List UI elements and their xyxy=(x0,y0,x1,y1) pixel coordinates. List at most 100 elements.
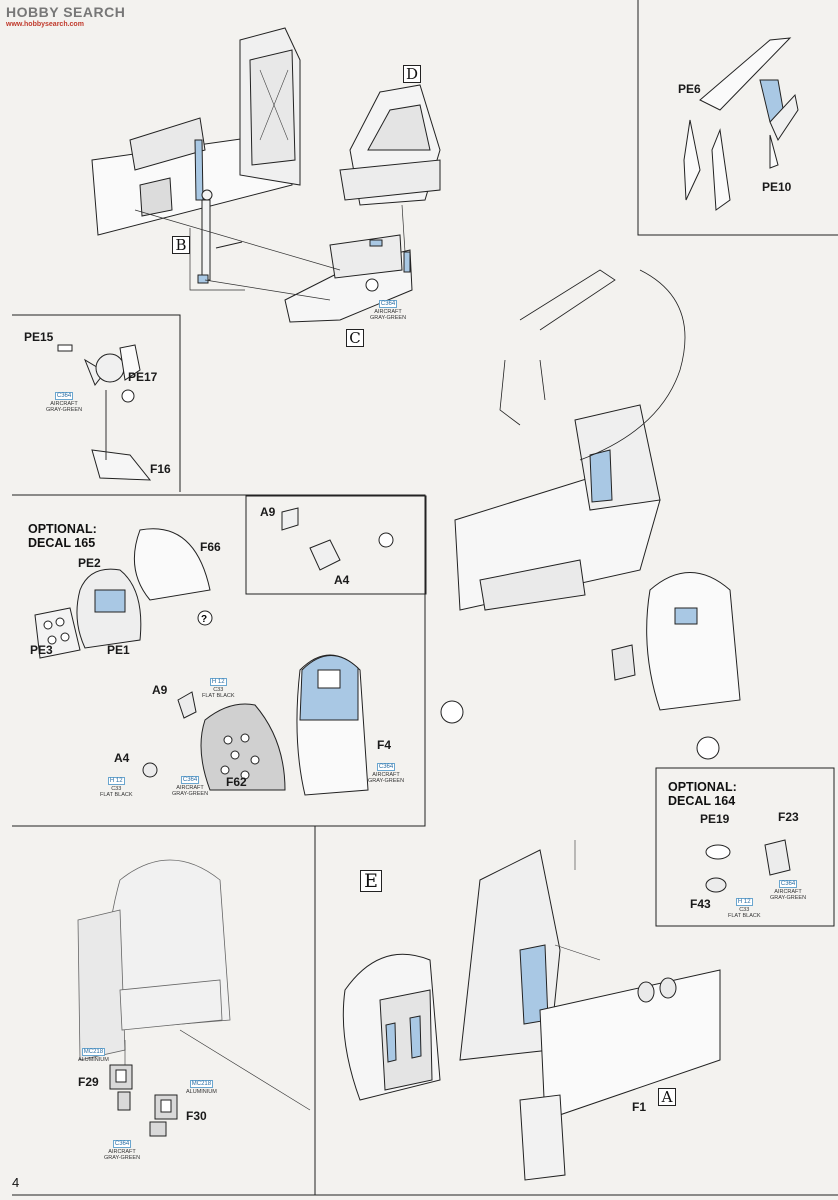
panel-frame-optional164 xyxy=(655,767,835,927)
paint-name: ALUMINIUM xyxy=(186,1089,217,1095)
step-letter-d: D xyxy=(403,65,421,83)
step-letter-a: A xyxy=(658,1088,676,1106)
part-f66 xyxy=(133,528,211,601)
flip-icon-top xyxy=(378,532,394,548)
bulkhead-right xyxy=(611,572,741,711)
paint-name: AIRCRAFT xyxy=(50,401,78,407)
paint-callout-f43: H 12 C33 FLAT BLACK xyxy=(728,898,761,919)
paint-name: GRAY-GREEN xyxy=(370,315,407,321)
label-f62: F62 xyxy=(226,775,247,789)
paint-name: GRAY-GREEN xyxy=(46,407,83,413)
paint-name: AIRCRAFT xyxy=(774,889,802,895)
paint-name: GRAY-GREEN xyxy=(172,791,209,797)
label-a9: A9 xyxy=(152,683,168,697)
panel-frame-optional165 xyxy=(12,494,426,827)
paint-callout-f62: C364 AIRCRAFT GRAY-GREEN xyxy=(172,776,208,797)
optional-decal-164: OPTIONAL: DECAL 164 xyxy=(668,780,737,808)
step-letter-e: E xyxy=(360,870,382,892)
optional-164-line1: OPTIONAL: xyxy=(668,780,737,794)
part-f16 xyxy=(91,390,152,481)
panel-frame-a9a4 xyxy=(245,495,427,595)
label-f43: F43 xyxy=(690,897,711,911)
label-f29: F29 xyxy=(78,1075,99,1089)
harness-pe6 xyxy=(683,37,799,211)
part-a9-a4-assembly xyxy=(142,691,197,778)
flip-icon-mid xyxy=(440,700,464,724)
optional-165-line2: DECAL 165 xyxy=(28,536,96,550)
paint-name: ALUMINIUM xyxy=(78,1057,109,1063)
panel-frame-pe6 xyxy=(637,0,838,236)
paint-name: AIRCRAFT xyxy=(374,309,402,315)
paint-code: H 12 xyxy=(107,777,125,785)
rotate-icon-pe17 xyxy=(121,389,135,403)
paint-name: AIRCRAFT xyxy=(108,1149,136,1155)
label-pe3: PE3 xyxy=(30,643,53,657)
paint-code: C364 xyxy=(54,392,74,400)
harness-strap-right xyxy=(499,269,686,461)
floor-assembly-c xyxy=(284,234,413,323)
paint-code2: C33 xyxy=(213,687,224,693)
question-icon xyxy=(197,610,213,626)
label-pe17: PE17 xyxy=(128,370,158,384)
label-pe1: PE1 xyxy=(107,643,130,657)
step-letter-c: C xyxy=(346,329,364,347)
label-f16: F16 xyxy=(150,462,171,476)
paint-callout-f30-alu: MC218 ALUMINIUM xyxy=(186,1080,217,1095)
paint-callout-pe15: C364 AIRCRAFT GRAY-GREEN xyxy=(46,392,82,413)
paint-code: C364 xyxy=(376,763,396,771)
label-f4: F4 xyxy=(377,738,392,752)
paint-callout-a4: H 12 C33 FLAT BLACK xyxy=(100,777,133,798)
paint-name: GRAY-GREEN xyxy=(104,1155,141,1161)
label-f30: F30 xyxy=(186,1109,207,1123)
label-a4: A4 xyxy=(114,751,130,765)
paint-callout-c: C364 AIRCRAFT GRAY-GREEN xyxy=(370,300,406,321)
paint-code: H 12 xyxy=(209,678,227,686)
label-pe2: PE2 xyxy=(78,556,101,570)
label-f23: F23 xyxy=(778,810,799,824)
paint-code: MC218 xyxy=(189,1080,214,1088)
part-f4 xyxy=(296,654,369,796)
cockpit-assembled-right xyxy=(454,404,661,611)
cockpit-frame-top xyxy=(91,27,301,236)
paint-callout-a9: H 12 C33 FLAT BLACK xyxy=(202,678,235,699)
paint-name: AIRCRAFT xyxy=(372,772,400,778)
label-f1: F1 xyxy=(632,1100,647,1114)
paint-name: GRAY-GREEN xyxy=(368,778,405,784)
paint-code: C364 xyxy=(180,776,200,784)
paint-code: C364 xyxy=(112,1140,132,1148)
watermark: HOBBY SEARCH www.hobbysearch.com xyxy=(6,4,125,28)
paint-name: AIRCRAFT xyxy=(176,785,204,791)
paint-callout-f4: C364 AIRCRAFT GRAY-GREEN xyxy=(368,763,404,784)
part-pe2-pe1 xyxy=(76,568,142,649)
label-f66: F66 xyxy=(200,540,221,554)
watermark-title: HOBBY SEARCH xyxy=(6,4,126,20)
label-pe10: PE10 xyxy=(762,180,792,194)
cockpit-assembled-e xyxy=(342,849,721,1181)
part-f23-f43 xyxy=(705,839,791,893)
paint-callout-f29-green: C364 AIRCRAFT GRAY-GREEN xyxy=(104,1140,140,1161)
label-pe19: PE19 xyxy=(700,812,730,826)
label-pe6: PE6 xyxy=(678,82,701,96)
panel-frame-pe15 xyxy=(12,314,181,492)
part-a9-a4-small xyxy=(281,507,341,571)
part-pe3 xyxy=(34,607,81,659)
part-pe17 xyxy=(57,344,141,387)
optional-decal-165: OPTIONAL: DECAL 165 xyxy=(28,522,97,550)
paint-name: FLAT BLACK xyxy=(100,792,133,798)
svg-text:?: ? xyxy=(201,614,207,625)
paint-name: FLAT BLACK xyxy=(202,693,235,699)
flip-icon-right xyxy=(696,736,720,760)
paint-code: C364 xyxy=(378,300,398,308)
part-f62 xyxy=(200,703,286,791)
page-number: 4 xyxy=(12,1175,20,1190)
label-a4-top: A4 xyxy=(334,573,350,587)
paint-code2: C33 xyxy=(739,907,750,913)
paint-callout-f23: C364 AIRCRAFT GRAY-GREEN xyxy=(770,880,806,901)
cockpit-bottom-left xyxy=(77,859,231,1061)
watermark-url: www.hobbysearch.com xyxy=(6,21,84,28)
seat-d xyxy=(339,84,441,206)
paint-name: GRAY-GREEN xyxy=(770,895,807,901)
label-a9-top: A9 xyxy=(260,505,276,519)
label-pe15: PE15 xyxy=(24,330,54,344)
